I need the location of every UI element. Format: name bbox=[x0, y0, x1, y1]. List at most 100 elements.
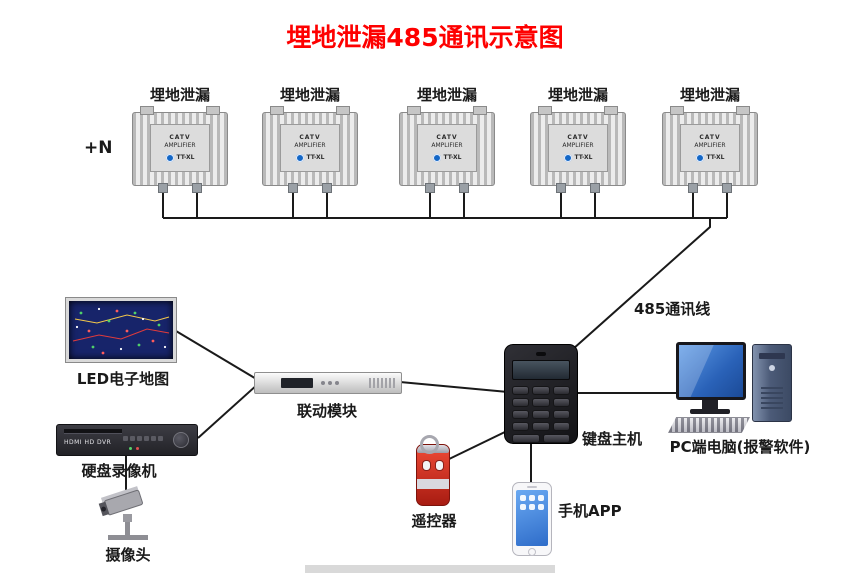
amplifier-2: 埋地泄漏 CATV AMPLIFIER TT-XL bbox=[255, 84, 365, 193]
amplifier-3: 埋地泄漏 CATV AMPLIFIER TT-XL bbox=[392, 84, 502, 193]
linkage-module-device bbox=[254, 372, 402, 394]
dvr-disc-tray bbox=[64, 429, 122, 434]
amplifier-1: 埋地泄漏 CATV AMPLIFIER TT-XL bbox=[125, 84, 235, 193]
amplifier-label: 埋地泄漏 bbox=[547, 86, 608, 104]
amplifier-port bbox=[192, 183, 202, 193]
pc-monitor-base bbox=[690, 409, 730, 414]
amplifier-port bbox=[688, 183, 698, 193]
phone-screen bbox=[516, 490, 548, 546]
amplifier-model: TT-XL bbox=[176, 153, 195, 161]
amplifier-device: CATV AMPLIFIER TT-XL bbox=[662, 106, 758, 193]
amplifier-label: 埋地泄漏 bbox=[416, 86, 477, 104]
cctv-camera-icon bbox=[98, 486, 148, 540]
phone-device bbox=[512, 482, 552, 556]
amplifier-brand-text: CATV bbox=[699, 134, 721, 142]
amplifier-port bbox=[288, 183, 298, 193]
amplifier-model: TT-XL bbox=[306, 153, 325, 161]
amplifier-port bbox=[322, 183, 332, 193]
camera-label: 摄像头 bbox=[105, 546, 151, 564]
amplifier-logo-icon bbox=[295, 153, 304, 162]
amplifier-brand-text2: AMPLIFIER bbox=[294, 142, 326, 150]
amplifier-logo-icon bbox=[695, 153, 704, 162]
amplifier-port bbox=[722, 183, 732, 193]
dvr-buttons bbox=[123, 436, 163, 441]
amplifier-brand-text2: AMPLIFIER bbox=[431, 142, 463, 150]
amplifier-plate: CATV AMPLIFIER TT-XL bbox=[548, 124, 608, 172]
amplifier-device: CATV AMPLIFIER TT-XL bbox=[132, 106, 228, 193]
amplifier-brand-text: CATV bbox=[299, 134, 321, 142]
dvr-knob bbox=[173, 432, 189, 448]
amplifier-logo-icon bbox=[432, 153, 441, 162]
keypad-host-device bbox=[504, 344, 578, 444]
phone-home-button bbox=[528, 548, 536, 556]
amplifier-4: 埋地泄漏 CATV AMPLIFIER TT-XL bbox=[523, 84, 633, 193]
amplifier-logo-icon bbox=[165, 153, 174, 162]
watermark-strip bbox=[305, 565, 555, 573]
amplifier-label: 埋地泄漏 bbox=[279, 86, 340, 104]
pc-monitor-stand bbox=[702, 400, 718, 409]
remote-keyring-icon bbox=[420, 435, 439, 454]
amplifier-brand-text: CATV bbox=[567, 134, 589, 142]
phone-app-label: 手机APP bbox=[558, 502, 622, 520]
keypad-to-remote-wire bbox=[444, 429, 510, 462]
pc-tower-vents bbox=[761, 385, 783, 409]
amplifier-plate: CATV AMPLIFIER TT-XL bbox=[280, 124, 340, 172]
pc-tower-drive-bay bbox=[759, 353, 785, 359]
amplifier-model: TT-XL bbox=[574, 153, 593, 161]
amplifier-port bbox=[425, 183, 435, 193]
led-map-screen bbox=[72, 307, 170, 355]
amplifier-port bbox=[459, 183, 469, 193]
map-to-rack-wire bbox=[175, 330, 259, 381]
pc-monitor bbox=[676, 342, 746, 400]
amplifier-plate: CATV AMPLIFIER TT-XL bbox=[680, 124, 740, 172]
amplifier-drop-wires bbox=[162, 190, 728, 218]
pc-tower-power-button bbox=[769, 365, 775, 371]
amplifier-device: CATV AMPLIFIER TT-XL bbox=[262, 106, 358, 193]
pc-tower bbox=[752, 344, 792, 422]
diagram-title: 埋地泄漏485通讯示意图 bbox=[286, 23, 564, 52]
remote-label: 遥控器 bbox=[411, 512, 457, 530]
amplifier-device: CATV AMPLIFIER TT-XL bbox=[530, 106, 626, 193]
amplifier-plate: CATV AMPLIFIER TT-XL bbox=[417, 124, 477, 172]
amplifier-label: 埋地泄漏 bbox=[679, 86, 740, 104]
keypad-host-label: 键盘主机 bbox=[582, 430, 643, 448]
amplifier-plate: CATV AMPLIFIER TT-XL bbox=[150, 124, 210, 172]
remote-control-device bbox=[416, 435, 450, 506]
led-map-device bbox=[66, 298, 176, 362]
dvr-led-red bbox=[136, 447, 139, 450]
plus-n-label: +N bbox=[84, 138, 113, 158]
remote-buttons bbox=[417, 460, 449, 471]
dvr-device: HDMI HD DVR bbox=[56, 424, 198, 456]
amplifier-brand-text: CATV bbox=[436, 134, 458, 142]
linkage-module-label: 联动模块 bbox=[296, 402, 357, 420]
amplifier-model: TT-XL bbox=[443, 153, 462, 161]
dvr-to-rack-wire bbox=[197, 383, 259, 439]
rs485-wire bbox=[572, 218, 711, 350]
pc-label: PC端电脑(报警软件) bbox=[669, 438, 811, 456]
amplifier-5: 埋地泄漏 CATV AMPLIFIER TT-XL bbox=[655, 84, 765, 193]
phone-earpiece bbox=[527, 486, 537, 488]
amplifier-model: TT-XL bbox=[706, 153, 725, 161]
rack-display bbox=[281, 378, 313, 388]
dvr-led-green bbox=[129, 447, 132, 450]
amplifier-label: 埋地泄漏 bbox=[149, 86, 210, 104]
dvr-label: 硬盘录像机 bbox=[81, 462, 157, 480]
amplifier-port bbox=[590, 183, 600, 193]
led-map-label: LED电子地图 bbox=[76, 370, 170, 388]
amplifier-device: CATV AMPLIFIER TT-XL bbox=[399, 106, 495, 193]
amplifier-port bbox=[158, 183, 168, 193]
rack-vents bbox=[369, 378, 395, 388]
amplifier-brand-text2: AMPLIFIER bbox=[562, 142, 594, 150]
amplifier-brand-text2: AMPLIFIER bbox=[694, 142, 726, 150]
keypad-speaker bbox=[536, 352, 546, 356]
rack-to-keypad-wire bbox=[399, 381, 509, 393]
keypad-keys bbox=[512, 386, 570, 431]
keypad-screen bbox=[512, 360, 570, 380]
remote-band bbox=[417, 479, 449, 489]
amplifier-port bbox=[556, 183, 566, 193]
amplifier-logo-icon bbox=[563, 153, 572, 162]
pc-keyboard bbox=[668, 417, 750, 433]
keypad-function-keys bbox=[512, 434, 570, 443]
